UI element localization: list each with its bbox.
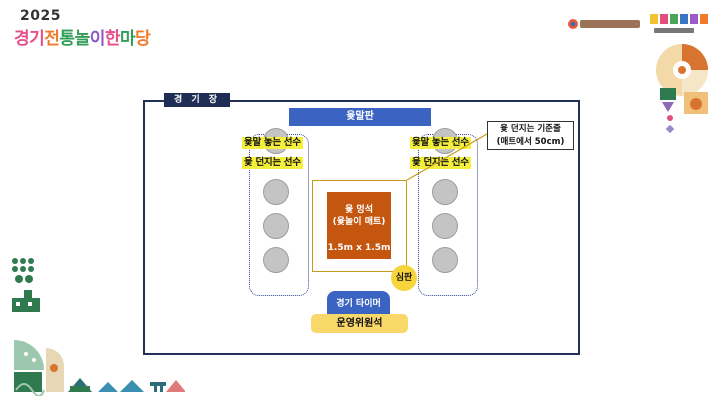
title-char: 경 (14, 29, 30, 49)
event-title: 경기전통놀이한마당 (14, 24, 151, 49)
event-year: 2025 (20, 8, 61, 24)
decorative-pattern-bottom (14, 340, 185, 396)
player-marker (432, 213, 458, 239)
callout-pointer (406, 133, 488, 181)
left-throwers-label: 윷 던지는 선수 (242, 157, 303, 169)
title-char: 한 (104, 29, 121, 49)
callout-line2: (매트에서 50cm) (496, 137, 565, 147)
title-char: 전 (44, 29, 60, 49)
field-label: 경 기 장 (164, 93, 230, 107)
left-movers-label: 윷말 놓는 선수 (242, 137, 303, 149)
title-char: 이 (89, 29, 106, 49)
mat-size: 1.5m x 1.5m (327, 243, 391, 253)
player-marker (432, 179, 458, 205)
title-char: 놀 (74, 29, 91, 49)
title-char: 마 (119, 29, 136, 49)
title-char: 기 (29, 29, 45, 49)
title-char: 통 (59, 29, 75, 49)
right-throwers-label: 윷 던지는 선수 (410, 157, 471, 169)
mat-title: 윷 멍석 (345, 205, 373, 215)
partner-association-logo (568, 19, 640, 29)
callout-line1: 윷 던지는 기준줄 (500, 124, 561, 134)
throwing-line-callout: 윷 던지는 기준줄 (매트에서 50cm) (487, 121, 574, 150)
decorative-pattern-left (12, 258, 40, 312)
decorative-pattern-right (656, 44, 708, 134)
player-marker (263, 179, 289, 205)
throwing-line-box (312, 180, 407, 272)
yut-board: 윷말판 (289, 108, 431, 126)
partner-logos (566, 8, 712, 40)
player-marker (432, 247, 458, 273)
gyeonggi-foundation-logo (650, 14, 708, 33)
yut-mat: 윷 멍석 (윷놀이 매트) 1.5m x 1.5m (327, 192, 391, 259)
player-marker (263, 247, 289, 273)
player-marker (263, 213, 289, 239)
referee-marker: 심판 (391, 265, 417, 291)
committee-seats: 운영위원석 (311, 314, 408, 333)
right-movers-label: 윷말 놓는 선수 (410, 137, 471, 149)
title-char: 당 (135, 29, 151, 49)
mat-subtitle: (윷놀이 매트) (332, 217, 386, 227)
game-field (143, 100, 580, 355)
